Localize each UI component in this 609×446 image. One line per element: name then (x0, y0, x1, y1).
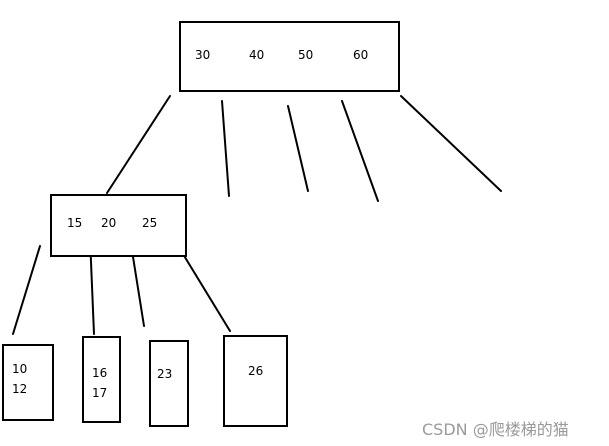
leaf-4-key-1: 26 (248, 364, 264, 378)
watermark-text: CSDN @爬楼梯的猫 (422, 420, 569, 439)
edge-root-pointer-3 (287, 105, 309, 192)
leaf-1-key-1: 10 (12, 362, 28, 376)
internal-key-1: 15 (67, 216, 83, 230)
root-key-4: 60 (353, 48, 369, 62)
leaf-2-key-2: 17 (92, 386, 108, 400)
root-node: 30 40 50 60 (179, 21, 400, 92)
leaf-3-key-1: 23 (157, 367, 173, 381)
leaf-node-4: 26 (223, 335, 288, 427)
edge-root-pointer-4 (341, 100, 379, 202)
edge-root-to-internal (106, 95, 171, 194)
internal-key-2: 20 (101, 216, 117, 230)
leaf-node-1: 10 12 (2, 344, 54, 421)
edge-root-pointer-2 (221, 100, 230, 197)
leaf-2-key-1: 16 (92, 366, 108, 380)
internal-node: 15 20 25 (50, 194, 187, 257)
edge-root-pointer-5 (400, 95, 502, 192)
root-key-2: 40 (249, 48, 265, 62)
edge-internal-to-leaf-1 (12, 245, 41, 335)
leaf-node-3: 23 (149, 340, 189, 427)
leaf-node-2: 16 17 (82, 336, 121, 423)
leaf-1-key-2: 12 (12, 382, 28, 396)
root-key-1: 30 (195, 48, 211, 62)
internal-key-3: 25 (142, 216, 158, 230)
root-key-3: 50 (298, 48, 314, 62)
